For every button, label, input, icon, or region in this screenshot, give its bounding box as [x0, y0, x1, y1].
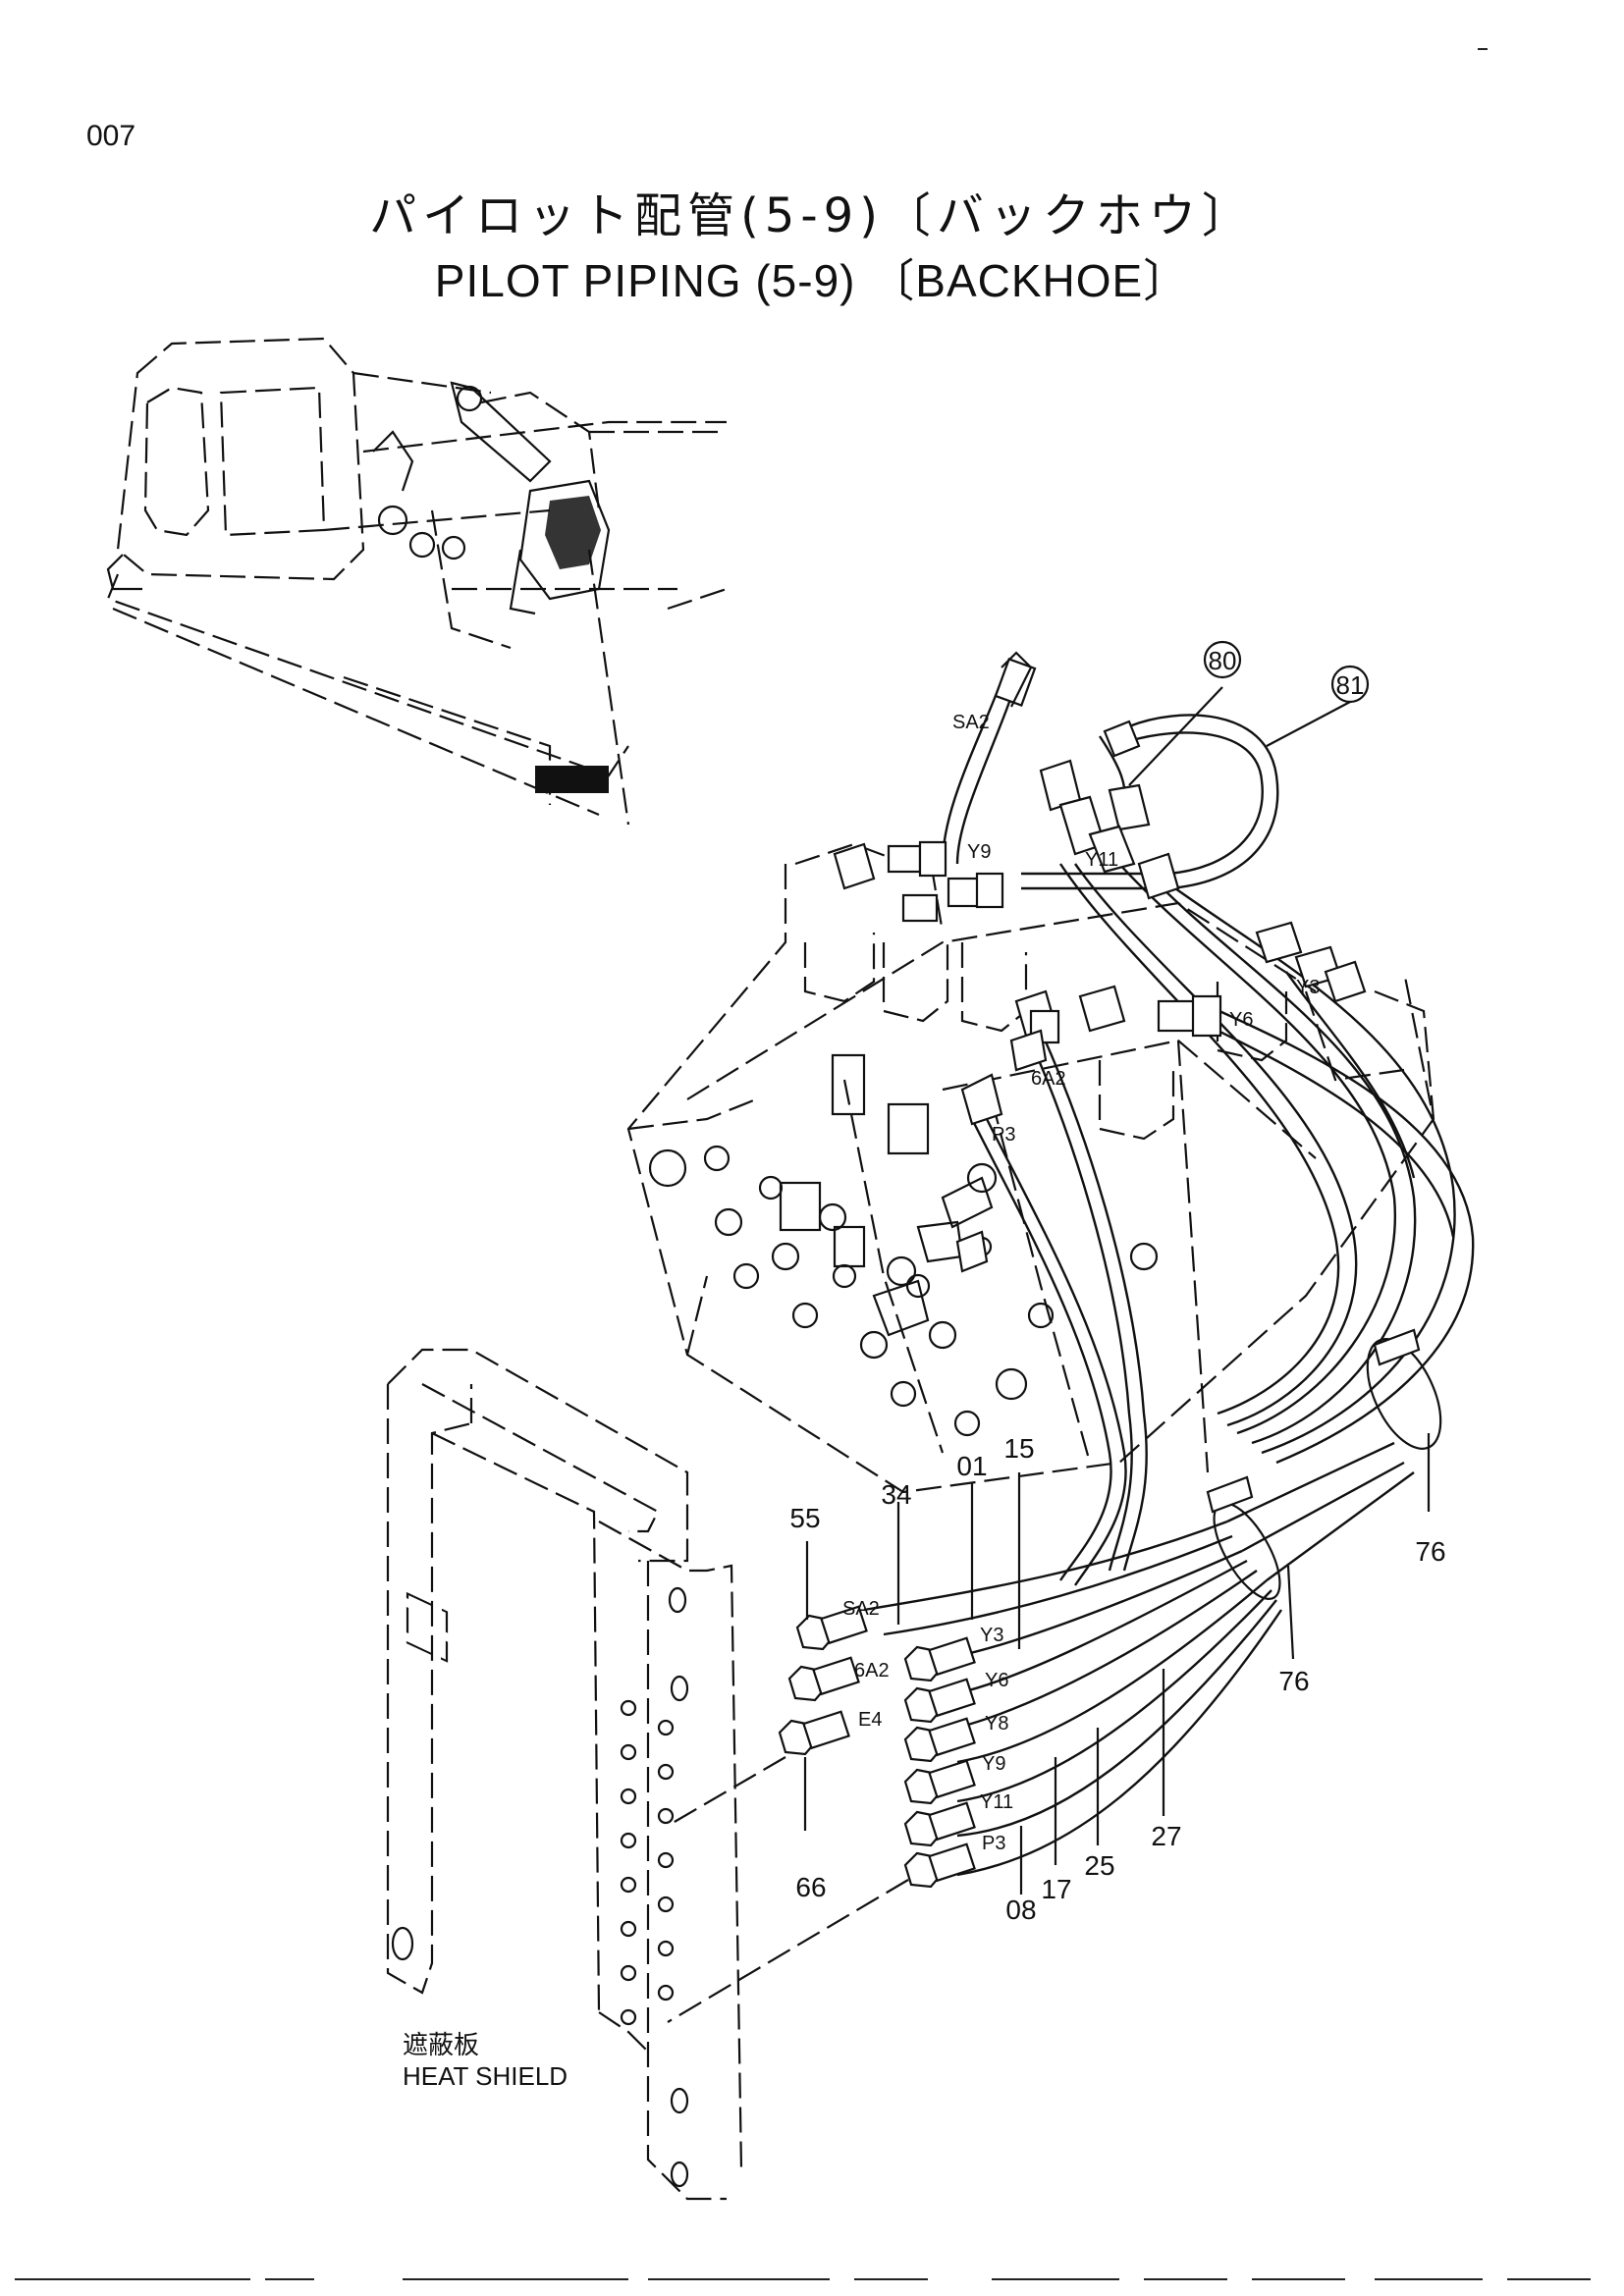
control-valve-body — [626, 842, 1435, 1494]
machine-overview-inset — [106, 337, 728, 826]
port-label-e4-bottom: E4 — [858, 1709, 882, 1731]
page-title-english: PILOT PIPING (5-9) 〔BACKHOE〕 — [434, 255, 1190, 306]
top-fittings — [833, 759, 1367, 1273]
callouts: 80 81 76 76 55 34 01 15 66 08 17 25 27 — [789, 640, 1446, 1925]
port-label-y9-bottom: Y9 — [982, 1753, 1005, 1775]
callout-81: 81 — [1336, 670, 1365, 700]
port-label-p3-top: P3 — [992, 1124, 1015, 1146]
callout-66: 66 — [795, 1872, 826, 1902]
page-number: 007 — [86, 120, 136, 152]
callout-80: 80 — [1209, 646, 1237, 675]
port-label-6a2-top: 6A2 — [1031, 1068, 1066, 1090]
footer-rule — [15, 48, 1591, 2280]
callout-08: 08 — [1005, 1895, 1036, 1925]
callout-80-circle — [1203, 640, 1242, 679]
heat-shield-label-japanese: 遮蔽板 — [403, 2030, 479, 2059]
heat-shield-label-english: HEAT SHIELD — [403, 2061, 568, 2091]
port-label-y6-bottom: Y6 — [985, 1670, 1008, 1691]
callout-76-lower: 76 — [1278, 1666, 1309, 1696]
callout-25: 25 — [1084, 1850, 1114, 1881]
port-label-sa2-top: SA2 — [952, 712, 990, 733]
shield-holes — [620, 1699, 675, 2026]
callout-15: 15 — [1003, 1433, 1034, 1464]
port-label-sa2-bottom: SA2 — [842, 1598, 880, 1620]
port-label-y8-bottom: Y8 — [985, 1713, 1008, 1735]
port-label-y11-bottom: Y11 — [980, 1791, 1013, 1813]
port-label-p3-bottom: P3 — [982, 1833, 1005, 1854]
page-title-japanese: パイロット配管(5-9)〔バックホウ〕 — [369, 188, 1255, 243]
port-label-y6-top: Y6 — [1229, 1009, 1253, 1031]
port-labels: SA2 Y9 Y11 Y3 Y6 6A2 P3 SA2 6A2 E4 Y3 Y6… — [842, 712, 1320, 1854]
port-label-y11-top: Y11 — [1085, 849, 1118, 871]
callout-55: 55 — [789, 1503, 820, 1533]
port-label-y3-bottom: Y3 — [980, 1625, 1003, 1646]
bottom-fittings — [778, 1605, 976, 1889]
port-label-y9-top: Y9 — [967, 841, 991, 863]
callout-76-right: 76 — [1415, 1536, 1445, 1567]
callout-81-circle — [1330, 665, 1370, 704]
callout-34: 34 — [881, 1479, 911, 1510]
callout-17: 17 — [1041, 1874, 1071, 1904]
callout-27: 27 — [1151, 1821, 1181, 1851]
port-label-6a2-bottom: 6A2 — [854, 1660, 890, 1682]
heat-shield — [386, 1348, 909, 2201]
callout-01: 01 — [956, 1451, 987, 1481]
port-label-y3-top: Y3 — [1296, 977, 1320, 998]
leader-lines — [803, 686, 1431, 1895]
